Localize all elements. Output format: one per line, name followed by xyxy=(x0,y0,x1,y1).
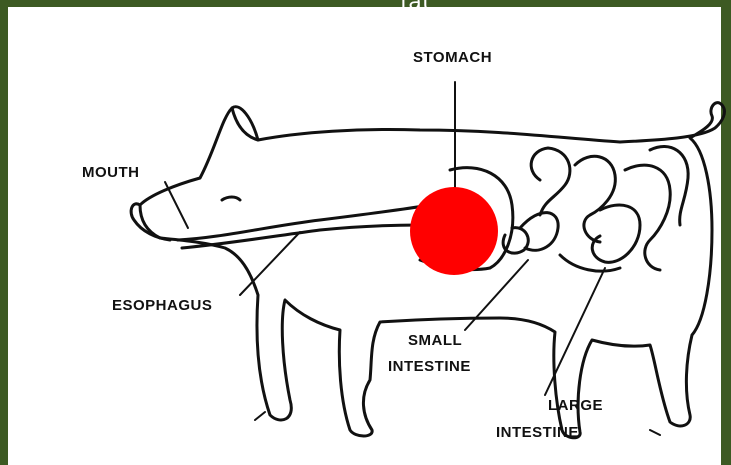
intestine-coil-4 xyxy=(625,165,670,270)
label-large-intestine-line2: INTESTINE xyxy=(496,424,579,441)
label-stomach: STOMACH xyxy=(413,49,492,66)
pig-snout xyxy=(131,204,170,240)
ground-mark xyxy=(255,412,660,435)
label-small-intestine-line2: INTESTINE xyxy=(388,358,471,375)
pig-body-outline xyxy=(140,103,724,438)
label-esophagus: ESOPHAGUS xyxy=(112,297,212,314)
mouth-leader xyxy=(165,182,188,228)
intestine-coil-3 xyxy=(592,205,640,262)
stomach-highlight-dot[interactable] xyxy=(410,187,498,275)
intestine-coil-2 xyxy=(575,156,615,242)
pig-eye xyxy=(222,197,240,200)
label-large-intestine-line1: LARGE xyxy=(548,397,603,414)
intestine-coil-1 xyxy=(531,148,570,215)
esophagus-leader xyxy=(240,232,300,295)
label-mouth: MOUTH xyxy=(82,164,140,181)
esophagus-tube xyxy=(178,205,430,240)
label-small-intestine-line1: SMALL xyxy=(408,332,462,349)
